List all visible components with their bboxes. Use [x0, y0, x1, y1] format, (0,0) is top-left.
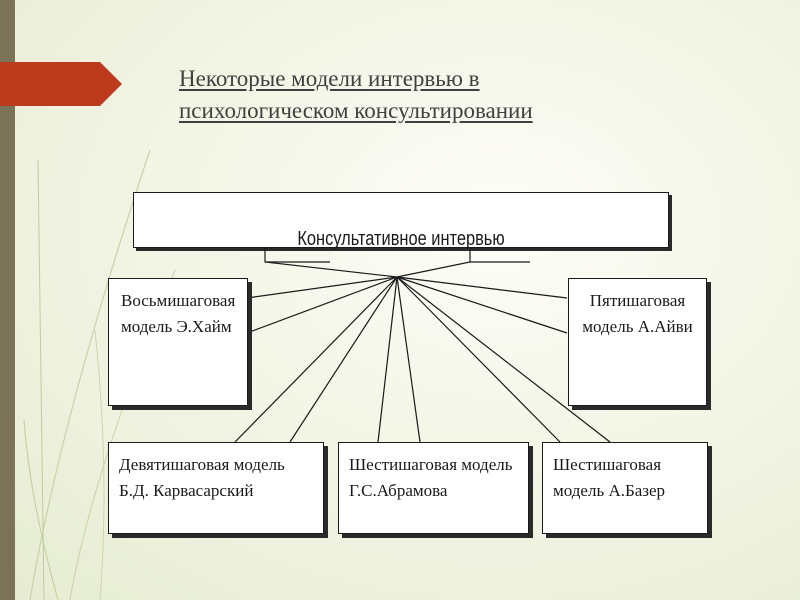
model-box-nine-step: Девятишаговая модель Б.Д. Карвасарский [108, 442, 324, 534]
model-line: модель Э.Хайм [121, 317, 232, 336]
model-box-six-step-abramova: Шестишаговая модель Г.С.Абрамова [338, 442, 529, 534]
connector-five-b [396, 276, 568, 334]
model-line: Шестишаговая [553, 455, 662, 474]
connector-abramova-a [377, 276, 398, 443]
left-decor-bar [0, 0, 15, 600]
model-line: Б.Д. Карвасарский [119, 481, 254, 500]
model-box-eight-step: Восьмишаговая модель Э.Хайм [108, 278, 248, 406]
slide-title: Некоторые модели интервью в психологичес… [179, 63, 699, 127]
connector-bazer-a [396, 276, 561, 443]
connector-five-a [396, 276, 568, 299]
central-label: Консультативное интервью [297, 228, 505, 250]
model-line: модель А.Базер [553, 481, 666, 500]
wedge-right [396, 248, 471, 278]
model-line: модель А.Айви [582, 317, 693, 336]
model-box-five-step: Пятишаговая модель А.Айви [568, 278, 707, 406]
connector-nine-b [289, 276, 398, 443]
model-line: Пятишаговая [589, 291, 686, 310]
connector-eight-a [246, 276, 398, 299]
title-accent-arrow [0, 62, 122, 106]
model-line: Восьмишаговая [121, 291, 236, 310]
connector-abramova-b [396, 276, 421, 443]
model-line: Г.С.Абрамова [349, 481, 448, 500]
model-line: Девятишаговая модель [119, 455, 285, 474]
connector-bazer-b [396, 276, 611, 443]
model-box-six-step-bazer: Шестишаговая модель А.Базер [542, 442, 708, 534]
connector-eight-b [246, 276, 398, 334]
title-line-1: Некоторые модели интервью в [179, 66, 480, 91]
model-line: Шестишаговая модель [349, 455, 513, 474]
central-box: Консультативное интервью [133, 192, 669, 250]
connector-nine-a [234, 276, 398, 443]
title-line-2: психологическом консультировании [179, 98, 533, 123]
